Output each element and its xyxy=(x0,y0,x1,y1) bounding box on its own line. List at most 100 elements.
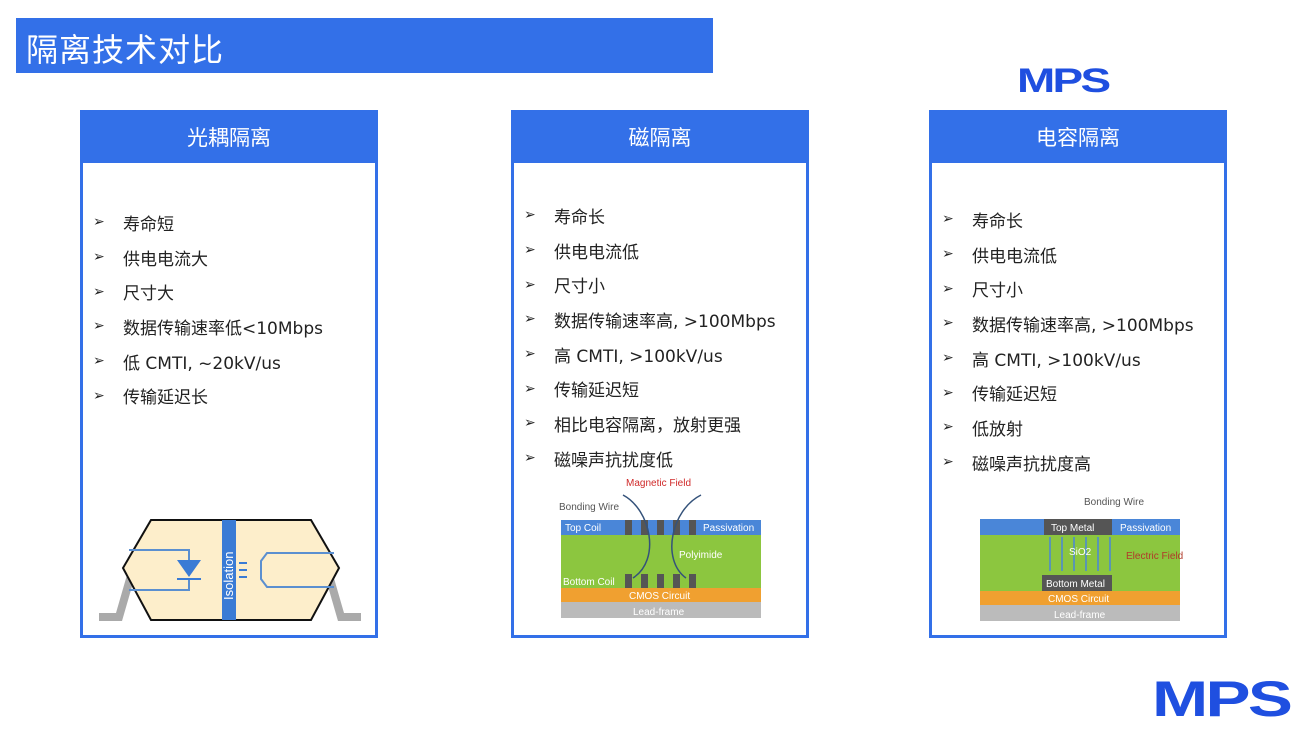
card-magnetic: 磁隔离 ➢ 寿命长 ➢ 供电电流低 ➢ 尺寸小 ➢ 数据传输速率高, >100Mbps ➢ 高 C… xyxy=(511,110,809,638)
svg-text:Top Metal: Top Metal xyxy=(1051,523,1094,534)
list-item-text: 低放射 xyxy=(972,419,1023,440)
list-item-text: 数据传输速率低<10Mbps xyxy=(123,318,323,339)
isolation-barrier xyxy=(222,520,236,620)
list-item: ➢ 磁噪声抗扰度低 xyxy=(524,441,776,476)
list-item-text: 供电电流低 xyxy=(554,242,639,263)
bullet-arrow-icon: ➢ xyxy=(524,450,536,467)
svg-text:Bottom Coil: Bottom Coil xyxy=(563,577,615,588)
list-item: ➢ 低 CMTI, ~20kV/us xyxy=(93,344,323,379)
list-item: ➢ 数据传输速率高, >100Mbps xyxy=(942,306,1194,341)
svg-text:Bonding Wire: Bonding Wire xyxy=(559,502,619,513)
list-item-text: 磁噪声抗扰度低 xyxy=(554,450,673,471)
card-optocoupler: 光耦隔离 ➢ 寿命短 ➢ 供电电流大 ➢ 尺寸大 ➢ 数据传输速率低<10Mbps ➢ 低 CMT… xyxy=(80,110,378,638)
svg-text:Magnetic Field: Magnetic Field xyxy=(626,478,691,489)
list-item-text: 尺寸大 xyxy=(123,284,174,305)
card-header: 光耦隔离 xyxy=(83,113,375,163)
list-item: ➢ 供电电流低 xyxy=(942,237,1194,272)
svg-text:Bonding Wire: Bonding Wire xyxy=(1084,497,1144,508)
capacitive-diagram: Bonding Wire Top Metal Passivation SiO2 … xyxy=(980,497,1183,621)
bullet-arrow-icon: ➢ xyxy=(942,419,954,436)
bullet-arrow-icon: ➢ xyxy=(942,350,954,367)
list-item-text: 高 CMTI, >100kV/us xyxy=(972,350,1141,371)
list-item-text: 尺寸小 xyxy=(972,281,1023,302)
svg-text:Lead-frame: Lead-frame xyxy=(633,607,685,618)
bullet-arrow-icon: ➢ xyxy=(942,246,954,263)
list-item: ➢ 传输延迟短 xyxy=(524,371,776,406)
svg-text:Polyimide: Polyimide xyxy=(679,550,723,561)
list-item-text: 供电电流低 xyxy=(972,246,1057,267)
mps-logo-footer: MPS xyxy=(1152,671,1293,727)
bullet-arrow-icon: ➢ xyxy=(942,211,954,228)
list-item: ➢相比电容隔离，放射更强 xyxy=(524,406,776,441)
bullet-arrow-icon: ➢ xyxy=(93,249,105,266)
feature-list: ➢ 寿命短 ➢ 供电电流大 ➢ 尺寸大 ➢ 数据传输速率低<10Mbps ➢ 低 CMTI, ~2… xyxy=(93,205,323,413)
card-capacitive: 电容隔离 ➢ 寿命长 ➢ 供电电流低 ➢ 尺寸小 ➢ 数据传输速率高, >100Mbps ➢ 高 … xyxy=(929,110,1227,638)
bullet-arrow-icon: ➢ xyxy=(93,318,105,335)
list-item: ➢ 数据传输速率低<10Mbps xyxy=(93,309,323,344)
feature-list: ➢ 寿命长 ➢ 供电电流低 ➢ 尺寸小 ➢ 数据传输速率高, >100Mbps ➢ 高 CMTI,… xyxy=(942,202,1194,480)
list-item-text: 供电电流大 xyxy=(123,249,208,270)
page-title: 隔离技术对比 xyxy=(26,31,225,69)
list-item-text: 磁噪声抗扰度高 xyxy=(972,454,1091,475)
bullet-arrow-icon: ➢ xyxy=(93,214,105,231)
svg-text:Lead-frame: Lead-frame xyxy=(1054,610,1106,621)
bullet-arrow-icon: ➢ xyxy=(942,280,954,297)
svg-text:Top Coil: Top Coil xyxy=(565,523,601,534)
list-item-text: 尺寸小 xyxy=(554,277,605,298)
title-bar: 隔离技术对比 xyxy=(16,18,713,73)
list-item-text: 数据传输速率高, >100Mbps xyxy=(554,311,776,332)
list-item: ➢ 高 CMTI, >100kV/us xyxy=(524,337,776,372)
bullet-arrow-icon: ➢ xyxy=(524,380,536,397)
list-item-text: 寿命长 xyxy=(972,211,1023,232)
list-item: ➢ 高 CMTI, >100kV/us xyxy=(942,341,1194,376)
svg-text:CMOS Circuit: CMOS Circuit xyxy=(629,591,690,602)
list-item: ➢ 寿命短 xyxy=(93,205,323,240)
svg-text:Passivation: Passivation xyxy=(703,523,754,534)
bullet-arrow-icon: ➢ xyxy=(942,315,954,332)
bullet-arrow-icon: ➢ xyxy=(524,276,536,293)
svg-text:SiO2: SiO2 xyxy=(1069,547,1092,558)
svg-text:Passivation: Passivation xyxy=(1120,523,1171,534)
list-item: ➢ 数据传输速率高, >100Mbps xyxy=(524,302,776,337)
optocoupler-diagram: Isolation xyxy=(99,519,361,621)
list-item: ➢ 寿命长 xyxy=(942,202,1194,237)
list-item-text: 低 CMTI, ~20kV/us xyxy=(123,353,281,374)
list-item-text: 传输延迟短 xyxy=(972,385,1057,406)
list-item-text: 传输延迟长 xyxy=(123,388,208,409)
mps-logo: MPS xyxy=(1017,62,1111,100)
bullet-arrow-icon: ➢ xyxy=(942,454,954,471)
list-item-text: 寿命短 xyxy=(123,214,174,235)
isolation-label: Isolation xyxy=(221,552,236,600)
phototransistor xyxy=(260,552,334,588)
bullet-arrow-icon: ➢ xyxy=(93,353,105,370)
bullet-arrow-icon: ➢ xyxy=(524,415,536,432)
list-item: ➢ 尺寸大 xyxy=(93,274,323,309)
bullet-arrow-icon: ➢ xyxy=(93,387,105,404)
list-item-text: 传输延迟短 xyxy=(554,381,639,402)
svg-text:Electric Field: Electric Field xyxy=(1126,551,1183,562)
list-item: ➢ 供电电流低 xyxy=(524,233,776,268)
list-item-text: 寿命长 xyxy=(554,207,605,228)
list-item: ➢ 尺寸小 xyxy=(524,267,776,302)
list-item: ➢ 磁噪声抗扰度高 xyxy=(942,445,1194,480)
list-item: ➢ 低放射 xyxy=(942,410,1194,445)
list-item: ➢ 尺寸小 xyxy=(942,271,1194,306)
magnetic-diagram: Magnetic Field Bonding Wire Top Coil Pas… xyxy=(559,478,761,618)
bullet-arrow-icon: ➢ xyxy=(524,311,536,328)
bullet-arrow-icon: ➢ xyxy=(524,346,536,363)
lead-left xyxy=(99,563,138,621)
list-item: ➢ 寿命长 xyxy=(524,198,776,233)
bullet-arrow-icon: ➢ xyxy=(93,283,105,300)
card-header: 电容隔离 xyxy=(932,113,1224,163)
list-item-text: 高 CMTI, >100kV/us xyxy=(554,346,723,367)
bullet-arrow-icon: ➢ xyxy=(942,384,954,401)
list-item-text: 数据传输速率高, >100Mbps xyxy=(972,315,1194,336)
list-item: ➢ 供电电流大 xyxy=(93,240,323,275)
list-item: ➢ 传输延迟长 xyxy=(93,378,323,413)
bullet-arrow-icon: ➢ xyxy=(524,207,536,224)
feature-list: ➢ 寿命长 ➢ 供电电流低 ➢ 尺寸小 ➢ 数据传输速率高, >100Mbps ➢ 高 CMTI,… xyxy=(524,198,776,476)
svg-text:CMOS Circuit: CMOS Circuit xyxy=(1048,594,1109,605)
bullet-arrow-icon: ➢ xyxy=(524,242,536,259)
list-item: ➢ 传输延迟短 xyxy=(942,375,1194,410)
card-header: 磁隔离 xyxy=(514,113,806,163)
